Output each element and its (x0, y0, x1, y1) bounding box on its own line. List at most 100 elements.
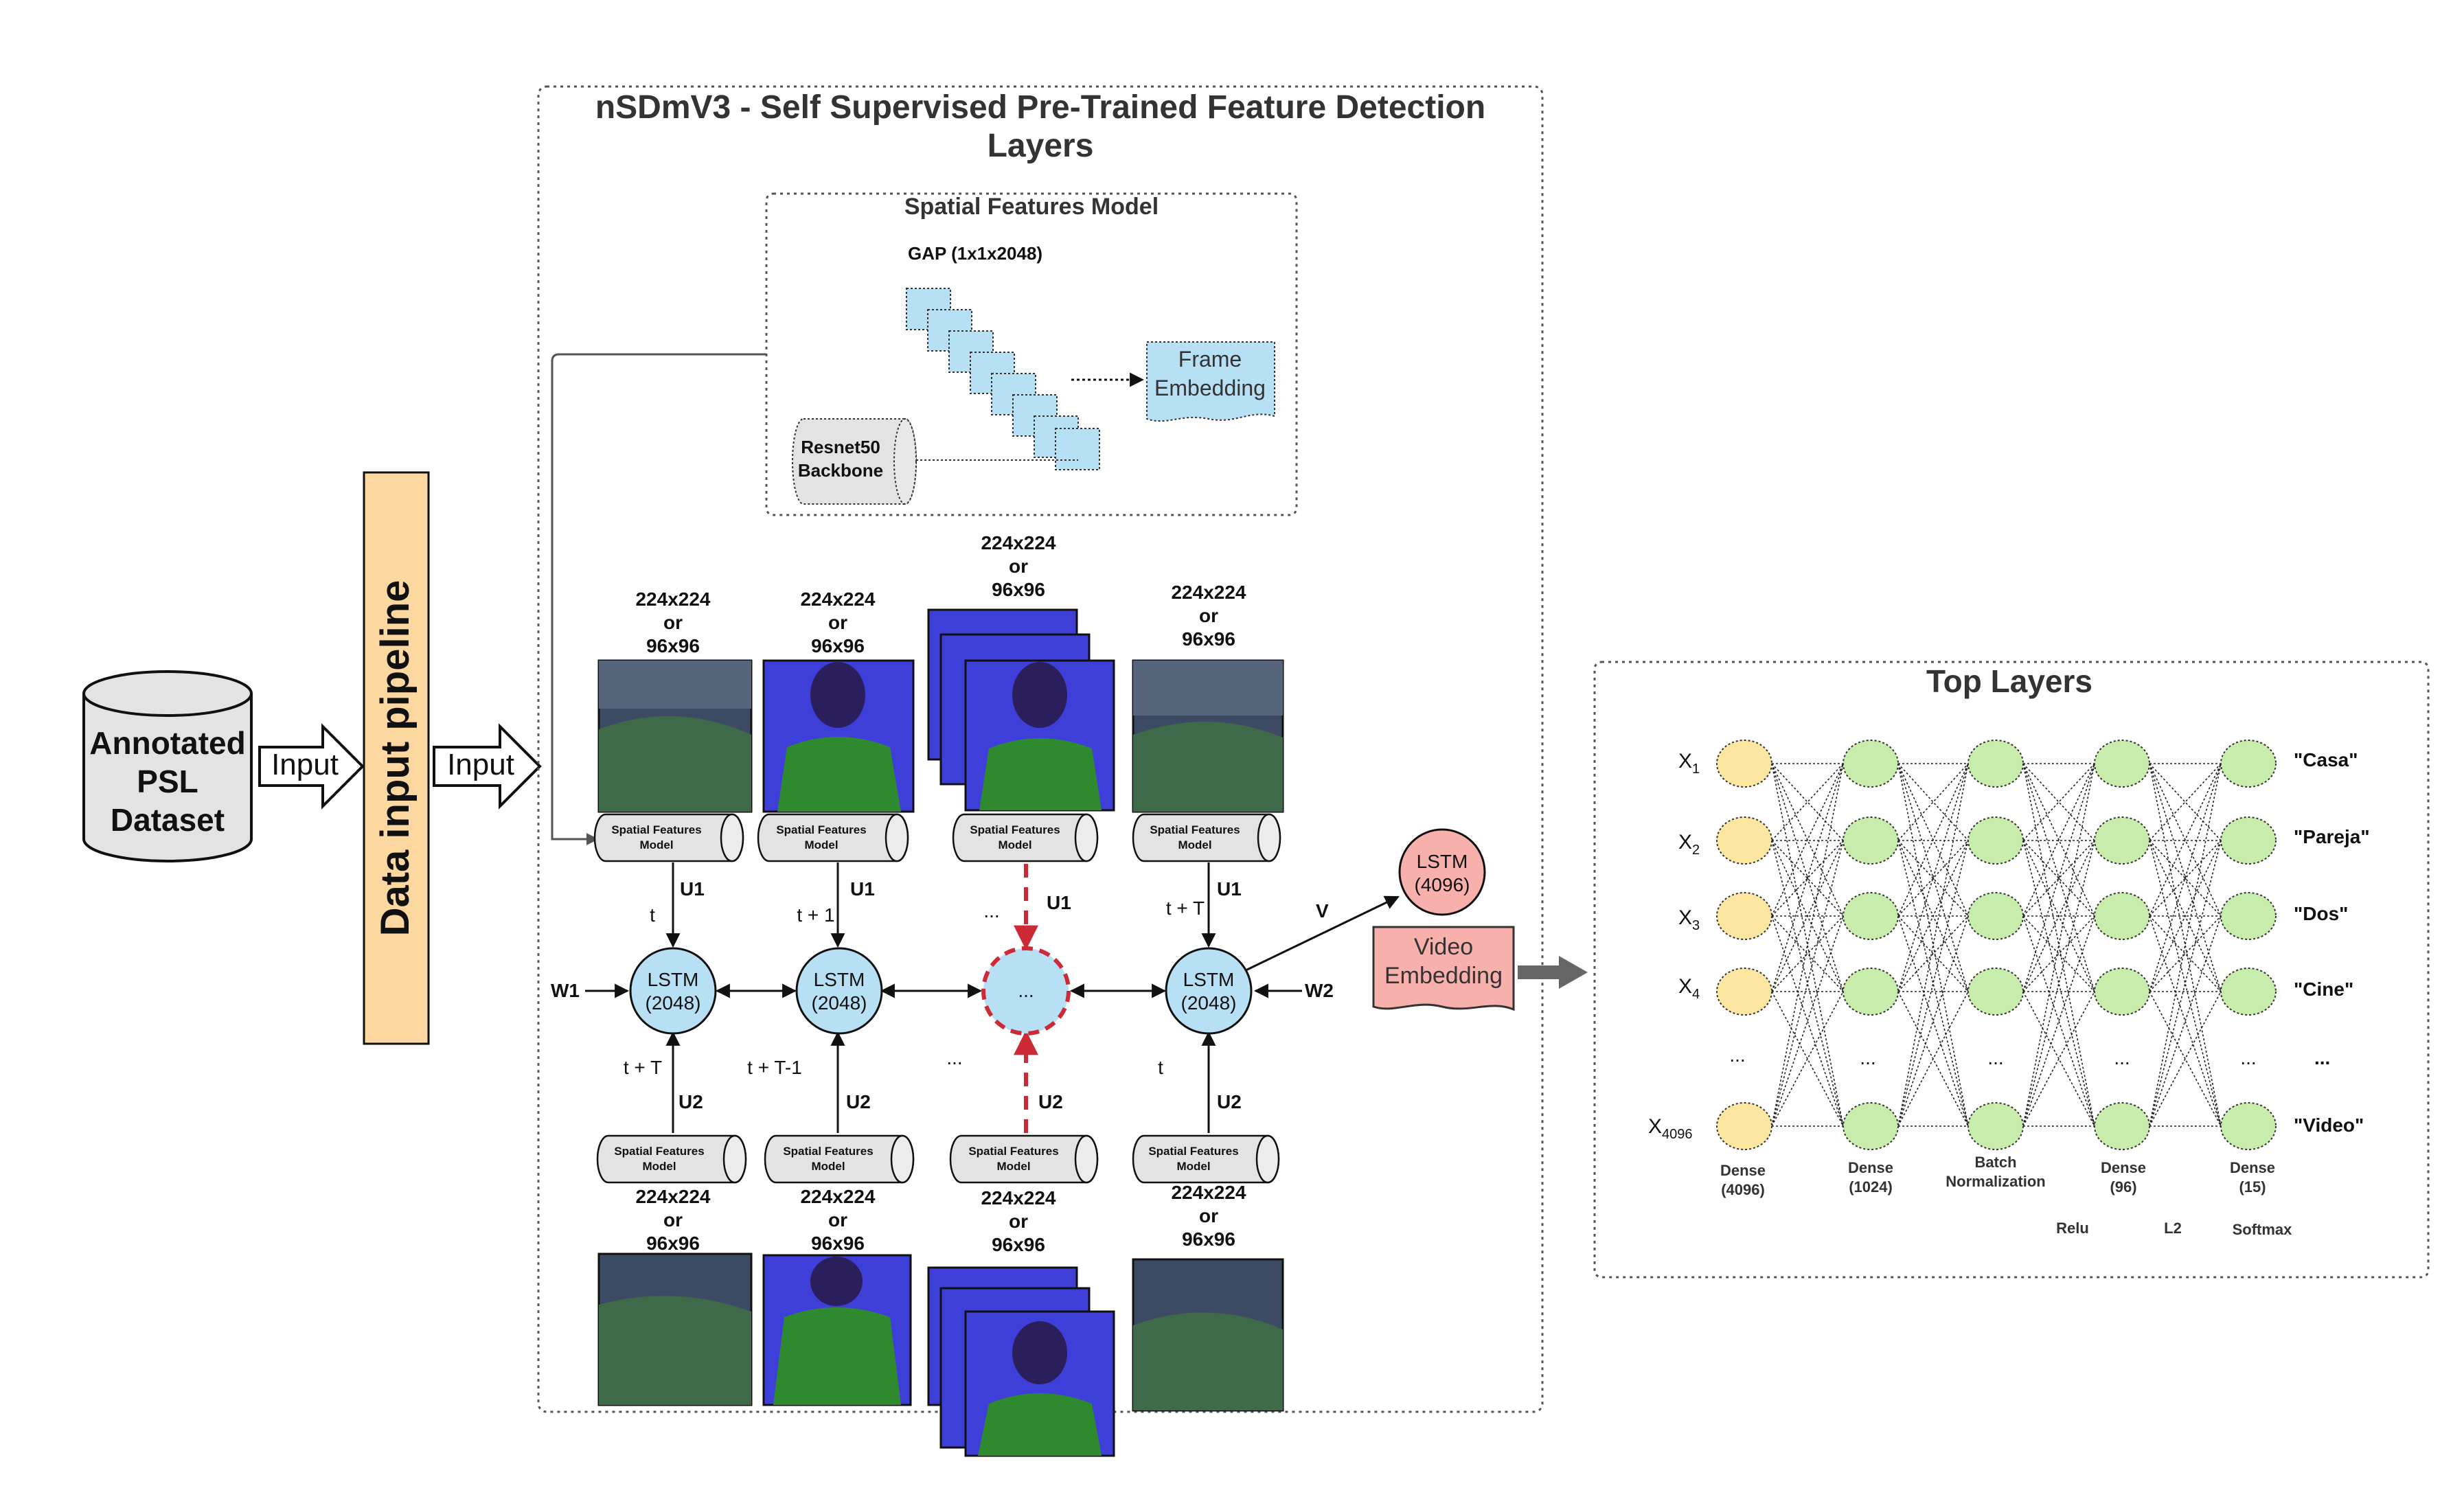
weight-labels: U1 U1 U1 U1 U2 U2 U2 U2 t t + 1 ... t + … (551, 878, 1334, 1112)
sfm-label-line1: Spatial Features (776, 823, 866, 836)
dense-node (1843, 892, 1899, 940)
dense-connection (1771, 763, 1844, 992)
u2-label: U2 (1038, 1091, 1063, 1112)
spatial-features-model-cylinder: Spatial Features Model (764, 1134, 915, 1184)
frames-bottom (597, 1252, 1284, 1457)
dense-connection (1897, 763, 1969, 841)
size-label: 96x96 (1182, 628, 1235, 650)
dense-node (2220, 816, 2277, 865)
lstm-label-line1: LSTM (1183, 969, 1235, 990)
spatial-features-model-cylinder: Spatial Features Model (1132, 813, 1281, 862)
layer-ellipsis: ... (2114, 1047, 2130, 1068)
dense-connection (2149, 915, 2222, 992)
sfm-label-line1: Spatial Features (783, 1145, 873, 1158)
lstm-output-cell: LSTM (4096) (1398, 828, 1486, 916)
size-label: or (1199, 1205, 1218, 1226)
dense-connection (1771, 840, 1844, 917)
input-node (1716, 740, 1772, 788)
dense-connection (1897, 840, 1969, 1127)
nsdm-panel: nSDmV3 - Self Supervised Pre-Trained Fea… (537, 85, 1544, 1413)
size-label: or (828, 1209, 847, 1231)
input-arrow-1: Input (258, 723, 365, 810)
frame-thumbnail-stack (927, 1266, 1115, 1457)
dense-connection (2022, 840, 2095, 917)
size-label: 96x96 (646, 1233, 700, 1254)
activation-l2: L2 (2164, 1220, 2182, 1237)
dense-connection (1771, 763, 1844, 841)
video-embedding-shape: Video Embedding (1372, 926, 1515, 1011)
lstm-cell-ellipsis: ... (981, 946, 1071, 1036)
sfm-label-line1: Spatial Features (970, 823, 1060, 836)
dense-connection (1897, 915, 1969, 992)
spatial-features-model-cylinder: Spatial Features Model (952, 813, 1099, 862)
size-label: 96x96 (1182, 1228, 1235, 1250)
dense-connections (1771, 763, 2222, 1127)
lstm-out-line1: LSTM (1417, 851, 1468, 872)
detail-connector-line (551, 353, 766, 845)
lstm-label-line1: LSTM (648, 969, 699, 990)
spatial-model-cylinders-bottom: Spatial Features Model Spatial Features … (596, 1134, 1280, 1184)
output-label: "Video" (2294, 1114, 2364, 1136)
dense-node (1967, 892, 2024, 940)
dataset-label-line2: PSL (137, 764, 198, 799)
lstm-ellipsis-label: ... (1018, 980, 1034, 1001)
dense-connection (2022, 840, 2095, 1127)
frame-thumbnail (597, 659, 753, 813)
dense-node (2094, 816, 2150, 865)
nsdm-title-line2: Layers (988, 128, 1094, 164)
spatial-features-model-cylinder: Spatial Features Model (757, 813, 909, 862)
dense-connection (1771, 915, 1844, 992)
lstm-label-line2: (2048) (812, 992, 867, 1014)
time-label-top: t + 1 (797, 904, 834, 926)
v-label: V (1316, 900, 1329, 922)
dense-connection (2149, 915, 2222, 992)
layer-name-line1: Dense (2101, 1159, 2146, 1176)
dense-connection (2149, 991, 2222, 1127)
size-label: 224x224 (800, 588, 875, 610)
input-node (1716, 1102, 1772, 1150)
time-label-top: t (650, 904, 655, 926)
size-label: 96x96 (811, 635, 865, 656)
dense-connection (2022, 840, 2095, 1127)
layer-name-line1: Batch (1974, 1154, 2016, 1171)
output-label: ... (2314, 1047, 2330, 1068)
u1-label: U1 (850, 878, 875, 900)
dense-connection (1771, 840, 1844, 1127)
time-label-bottom: t + T-1 (747, 1057, 802, 1078)
time-label-top: ... (983, 900, 999, 922)
dataset-label-line3: Dataset (111, 802, 225, 838)
size-label: or (663, 612, 683, 633)
top-layers-title: Top Layers (1926, 663, 2092, 699)
dense-connection (1897, 763, 1969, 917)
u2-label: U2 (1217, 1091, 1242, 1112)
size-label: 96x96 (992, 579, 1045, 600)
dense-connection (1771, 763, 1844, 841)
dense-connection (2149, 763, 2222, 992)
frame-embedding-line1: Frame (1178, 347, 1242, 371)
video-embedding-line1: Video (1414, 934, 1473, 960)
sfm-label-line2: Model (811, 1160, 845, 1173)
dense-connection (1897, 840, 1969, 1127)
sfm-label-line2: Model (1178, 838, 1211, 851)
spatial-model-cylinders-top: Spatial Features Model Spatial Features … (593, 813, 1281, 862)
dense-connection (1771, 763, 1844, 917)
dense-connection (2149, 763, 2222, 841)
size-label: or (1199, 605, 1218, 626)
frame-thumbnail (597, 1252, 753, 1406)
dense-node (2220, 968, 2277, 1016)
dense-network-nodes (1716, 740, 2277, 1150)
time-label-top: t + T (1166, 897, 1205, 919)
output-label: "Pareja" (2294, 826, 2370, 847)
layer-ellipsis: ... (1987, 1047, 2003, 1068)
spatial-model-title: Spatial Features Model (904, 194, 1159, 220)
spatial-features-model-cylinder: Spatial Features Model (1132, 1134, 1280, 1184)
dense-connection (2022, 840, 2095, 917)
frame-thumbnail (762, 1254, 912, 1406)
input-node (1716, 892, 1772, 940)
dense-connection (1897, 840, 1969, 917)
dense-connection (2149, 763, 2222, 992)
input-label-ellipsis: ... (1729, 1044, 1745, 1066)
dense-connection (1771, 840, 1844, 992)
input-label-x2: X2 (1678, 831, 1700, 858)
